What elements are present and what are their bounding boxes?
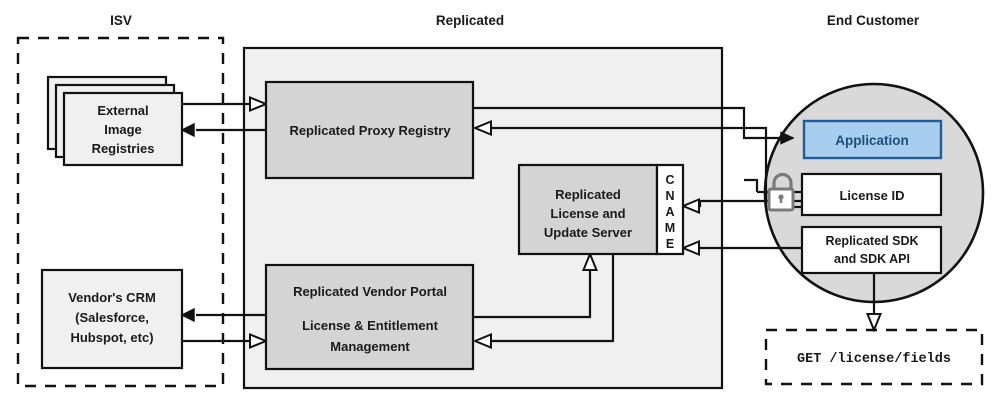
replicated-vendor-portal-label-2: License & Entitlement [302, 318, 438, 333]
unlocked-padlock-icon [767, 172, 795, 212]
zone-title-replicated: Replicated [436, 13, 504, 28]
vendors-crm[interactable] [40, 268, 184, 370]
arrowhead-portal-to-crm [180, 307, 195, 323]
external-image-registries[interactable] [62, 91, 184, 167]
zone-title-isv: ISV [110, 13, 132, 28]
arrowhead-crm-to-portal [249, 333, 269, 349]
api-call-box [764, 328, 984, 386]
replicated-proxy-registry[interactable] [264, 80, 475, 180]
external-image-registries-label-3: Registries [92, 141, 155, 156]
connector-application-to-proxy [489, 126, 768, 207]
cname-letter-e: E [666, 237, 674, 251]
api-call-label: GET /license/fields [797, 352, 951, 367]
connector-lock-feed [744, 178, 759, 192]
application-box[interactable] [802, 119, 943, 160]
replicated-license-update-server[interactable] [517, 163, 659, 256]
arrowhead-proxy-to-application [780, 131, 795, 145]
replicated-sdk-label-1: Replicated SDK [825, 234, 918, 248]
arrowhead-proxy-to-registries [180, 122, 195, 138]
application-label: Application [835, 133, 909, 148]
cname-box[interactable] [655, 163, 685, 256]
arrowhead-vendor-portal-to-license-server [582, 251, 598, 271]
cname-letter-c: C [665, 173, 674, 187]
replicated-sdk-box[interactable] [800, 225, 943, 275]
replicated-sdk-label-2: and SDK API [834, 252, 910, 266]
replicated-license-update-server-label-3: Update Server [544, 225, 632, 240]
replicated-vendor-portal[interactable] [264, 263, 475, 371]
arrowhead-license-id-to-cname [680, 198, 700, 214]
vendors-crm-label-1: Vendor's CRM [68, 290, 156, 305]
vendors-crm-label-3: Hubspot, etc) [70, 330, 153, 345]
arrowhead-application-to-proxy [472, 120, 492, 136]
connector-proxy-to-application [473, 106, 793, 140]
replicated-proxy-registry-label: Replicated Proxy Registry [289, 123, 451, 138]
replicated-license-update-server-label-2: License and [550, 206, 625, 221]
arrowhead-sdk-to-cname [680, 240, 700, 256]
replicated-license-update-server-label-1: Replicated [555, 187, 621, 202]
cname-letter-m: M [665, 221, 675, 235]
external-image-registries-label-2: Image [104, 122, 142, 137]
license-id-label: License ID [839, 188, 904, 203]
license-id-box[interactable] [800, 172, 943, 217]
replicated-vendor-portal-label-1: Replicated Vendor Portal [293, 284, 447, 299]
isv-zone [16, 36, 225, 388]
arrowhead-registries-to-proxy [249, 96, 269, 112]
arrowhead-license-server-to-vendor-portal [472, 333, 492, 349]
zone-title-end-customer: End Customer [827, 13, 920, 28]
connector-vendor-portal-to-license-server [473, 268, 592, 319]
vendors-crm-label-2: (Salesforce, [75, 310, 149, 325]
arrowhead-sdk-to-api-call [866, 313, 882, 333]
external-image-registries-label-1: External [97, 103, 148, 118]
cname-letter-a: A [665, 205, 674, 219]
cname-letter-n: N [665, 189, 674, 203]
replicated-vendor-portal-label-3: Management [330, 339, 410, 354]
connector-license-server-to-vendor-portal [489, 254, 615, 343]
